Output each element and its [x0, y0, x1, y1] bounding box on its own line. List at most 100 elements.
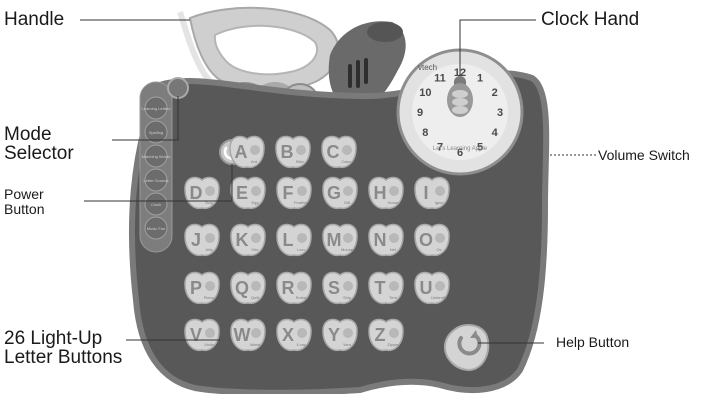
letter-glyph: F: [283, 183, 294, 203]
letter-picture: [297, 328, 307, 338]
letter-glyph: O: [419, 230, 433, 250]
label-power-button-line1: Power: [4, 187, 44, 202]
letter-word: Bike: [296, 159, 305, 164]
letter-glyph: S: [328, 278, 340, 298]
letter-glyph: R: [282, 278, 295, 298]
clock-number: 8: [422, 127, 428, 139]
letter-picture: [251, 281, 261, 291]
letter-glyph: E: [236, 183, 248, 203]
letter-word: Feather: [294, 200, 308, 205]
letter-word: Quilt: [251, 295, 260, 300]
letter-picture: [297, 186, 307, 196]
clock-number: 10: [419, 87, 431, 99]
letter-glyph: K: [236, 230, 249, 250]
clock-number: 3: [497, 107, 503, 119]
letter-picture: [205, 281, 215, 291]
letter-word: Yarn: [343, 342, 351, 347]
label-handle: Handle: [4, 10, 64, 29]
mode-option[interactable]: Music Fun: [145, 217, 167, 239]
letter-picture: [251, 186, 261, 196]
clock-number: 1: [477, 72, 483, 84]
label-letter-buttons: 26 Light-Up Letter Buttons: [4, 329, 122, 367]
letter-word: Piano: [204, 295, 215, 300]
label-power-button: Power Button: [4, 187, 44, 217]
letter-picture: [297, 233, 307, 243]
letter-picture: [205, 328, 215, 338]
label-clock-hand: Clock Hand: [541, 10, 639, 29]
label-power-button-line2: Button: [4, 202, 44, 217]
letter-word: Egg: [251, 200, 258, 205]
letter-word: Cake: [341, 159, 351, 164]
letter-glyph: P: [190, 278, 202, 298]
letter-picture: [205, 233, 215, 243]
letter-glyph: G: [327, 183, 341, 203]
letter-picture: [389, 328, 399, 338]
letter-glyph: C: [327, 142, 340, 162]
mode-option[interactable]: Clock: [145, 193, 167, 215]
letter-glyph: W: [234, 325, 251, 345]
letter-picture: [343, 186, 353, 196]
mode-selector-knob[interactable]: [168, 78, 188, 98]
letter-word: Ant: [251, 159, 258, 164]
letter-picture: [343, 233, 353, 243]
mode-option-label: Learning Letters: [142, 106, 171, 111]
clock-brand-label: vtech: [418, 63, 437, 72]
letter-glyph: L: [283, 230, 294, 250]
letter-word: Umbrella: [431, 295, 448, 300]
letter-word: Jelly: [205, 247, 213, 252]
letter-glyph: J: [191, 230, 201, 250]
label-mode-selector-line1: Mode: [4, 125, 74, 144]
letter-word: Kite: [252, 247, 260, 252]
help-button[interactable]: [445, 325, 488, 370]
letter-glyph: N: [374, 230, 387, 250]
letter-word: Igloo: [435, 200, 444, 205]
mode-option-label: Music Fun: [147, 226, 165, 231]
letter-glyph: H: [374, 183, 387, 203]
letter-glyph: B: [281, 142, 294, 162]
label-mode-selector: Mode Selector: [4, 125, 74, 163]
letter-glyph: Z: [375, 325, 386, 345]
letter-picture: [342, 145, 352, 155]
label-volume-switch: Volume Switch: [598, 148, 690, 163]
letter-picture: [251, 328, 261, 338]
letter-button-j[interactable]: J Jelly: [185, 224, 219, 255]
letter-picture: [297, 281, 307, 291]
letter-picture: [251, 233, 261, 243]
letter-word: Mouse: [341, 247, 354, 252]
clock-number: 2: [492, 87, 498, 99]
letter-picture: [435, 186, 445, 196]
letter-word: Net: [390, 247, 397, 252]
letter-word: Ship: [343, 295, 352, 300]
letter-glyph: A: [235, 142, 248, 162]
clock-number: 9: [417, 107, 423, 119]
letter-picture: [389, 186, 399, 196]
letter-word: Lion: [297, 247, 305, 252]
letter-picture: [205, 186, 215, 196]
